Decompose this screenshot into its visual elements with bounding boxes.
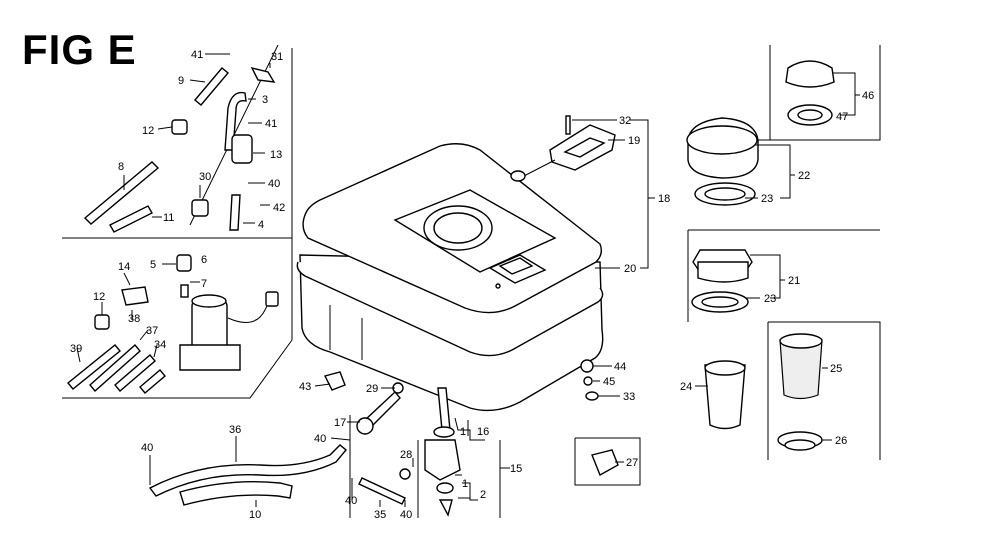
callout-36: 36 — [229, 424, 241, 436]
callout-12: 12 — [142, 125, 154, 137]
callout-25: 25 — [830, 363, 842, 375]
callout-18: 18 — [658, 193, 670, 205]
callout-41: 41 — [265, 118, 277, 130]
callout-15: 15 — [510, 463, 522, 475]
callout-27: 27 — [626, 457, 638, 469]
callout-6: 6 — [201, 254, 207, 266]
callout-5: 5 — [150, 259, 156, 271]
callout-40: 40 — [268, 178, 280, 190]
callout-32: 32 — [619, 115, 631, 127]
callout-4: 4 — [258, 219, 264, 231]
callout-17: 17 — [334, 417, 346, 429]
callout-23: 23 — [761, 193, 773, 205]
callout-45: 45 — [603, 376, 615, 388]
strainers — [704, 333, 823, 451]
fuel-tank — [296, 143, 604, 412]
callout-labels: 41 31 9 3 12 41 13 8 30 40 42 11 4 5 6 1… — [70, 49, 874, 521]
callout-20: 20 — [624, 263, 636, 275]
callout-39: 39 — [70, 343, 82, 355]
callout-3: 3 — [262, 94, 268, 106]
callout-1: 1 — [460, 426, 466, 438]
fuel-pump — [176, 254, 279, 371]
callout-31: 31 — [271, 51, 283, 63]
callout-38: 38 — [128, 313, 140, 325]
hoses-bottom — [148, 444, 347, 506]
callout-40: 40 — [400, 509, 412, 521]
callout-35: 35 — [374, 509, 386, 521]
callout-26: 26 — [835, 435, 847, 447]
callout-40: 40 — [314, 433, 326, 445]
callout-8: 8 — [118, 161, 124, 173]
callout-34: 34 — [154, 339, 166, 351]
callout-13: 13 — [270, 149, 282, 161]
callout-37: 37 — [146, 325, 158, 337]
callout-21: 21 — [788, 275, 800, 287]
callout-12: 12 — [93, 291, 105, 303]
callout-24: 24 — [680, 381, 692, 393]
fuel-caps — [686, 60, 835, 313]
callout-19: 19 — [628, 135, 640, 147]
callout-14: 14 — [118, 261, 130, 273]
callout-22: 22 — [798, 170, 810, 182]
callout-40: 40 — [345, 495, 357, 507]
callout-29: 29 — [366, 383, 378, 395]
callout-47: 47 — [836, 111, 848, 123]
hoses-upper-left — [83, 66, 276, 233]
callout-1: 1 — [462, 478, 468, 490]
callout-23: 23 — [764, 293, 776, 305]
fuel-gauge — [510, 115, 616, 182]
callout-16: 16 — [477, 426, 489, 438]
callout-40: 40 — [141, 442, 153, 454]
callout-44: 44 — [614, 361, 626, 373]
callout-43: 43 — [299, 381, 311, 393]
callout-28: 28 — [400, 449, 412, 461]
leader-lines — [76, 53, 860, 507]
callout-10: 10 — [249, 509, 261, 521]
callout-11: 11 — [163, 212, 174, 224]
callout-9: 9 — [178, 75, 184, 87]
hoses-lower-left — [67, 286, 166, 394]
callout-30: 30 — [199, 171, 211, 183]
figure-title: FIG E — [22, 26, 137, 73]
callout-7: 7 — [201, 278, 207, 290]
callout-41: 41 — [191, 49, 203, 61]
callout-42: 42 — [273, 202, 285, 214]
callout-2: 2 — [480, 489, 486, 501]
callout-33: 33 — [623, 391, 635, 403]
callout-46: 46 — [862, 90, 874, 102]
